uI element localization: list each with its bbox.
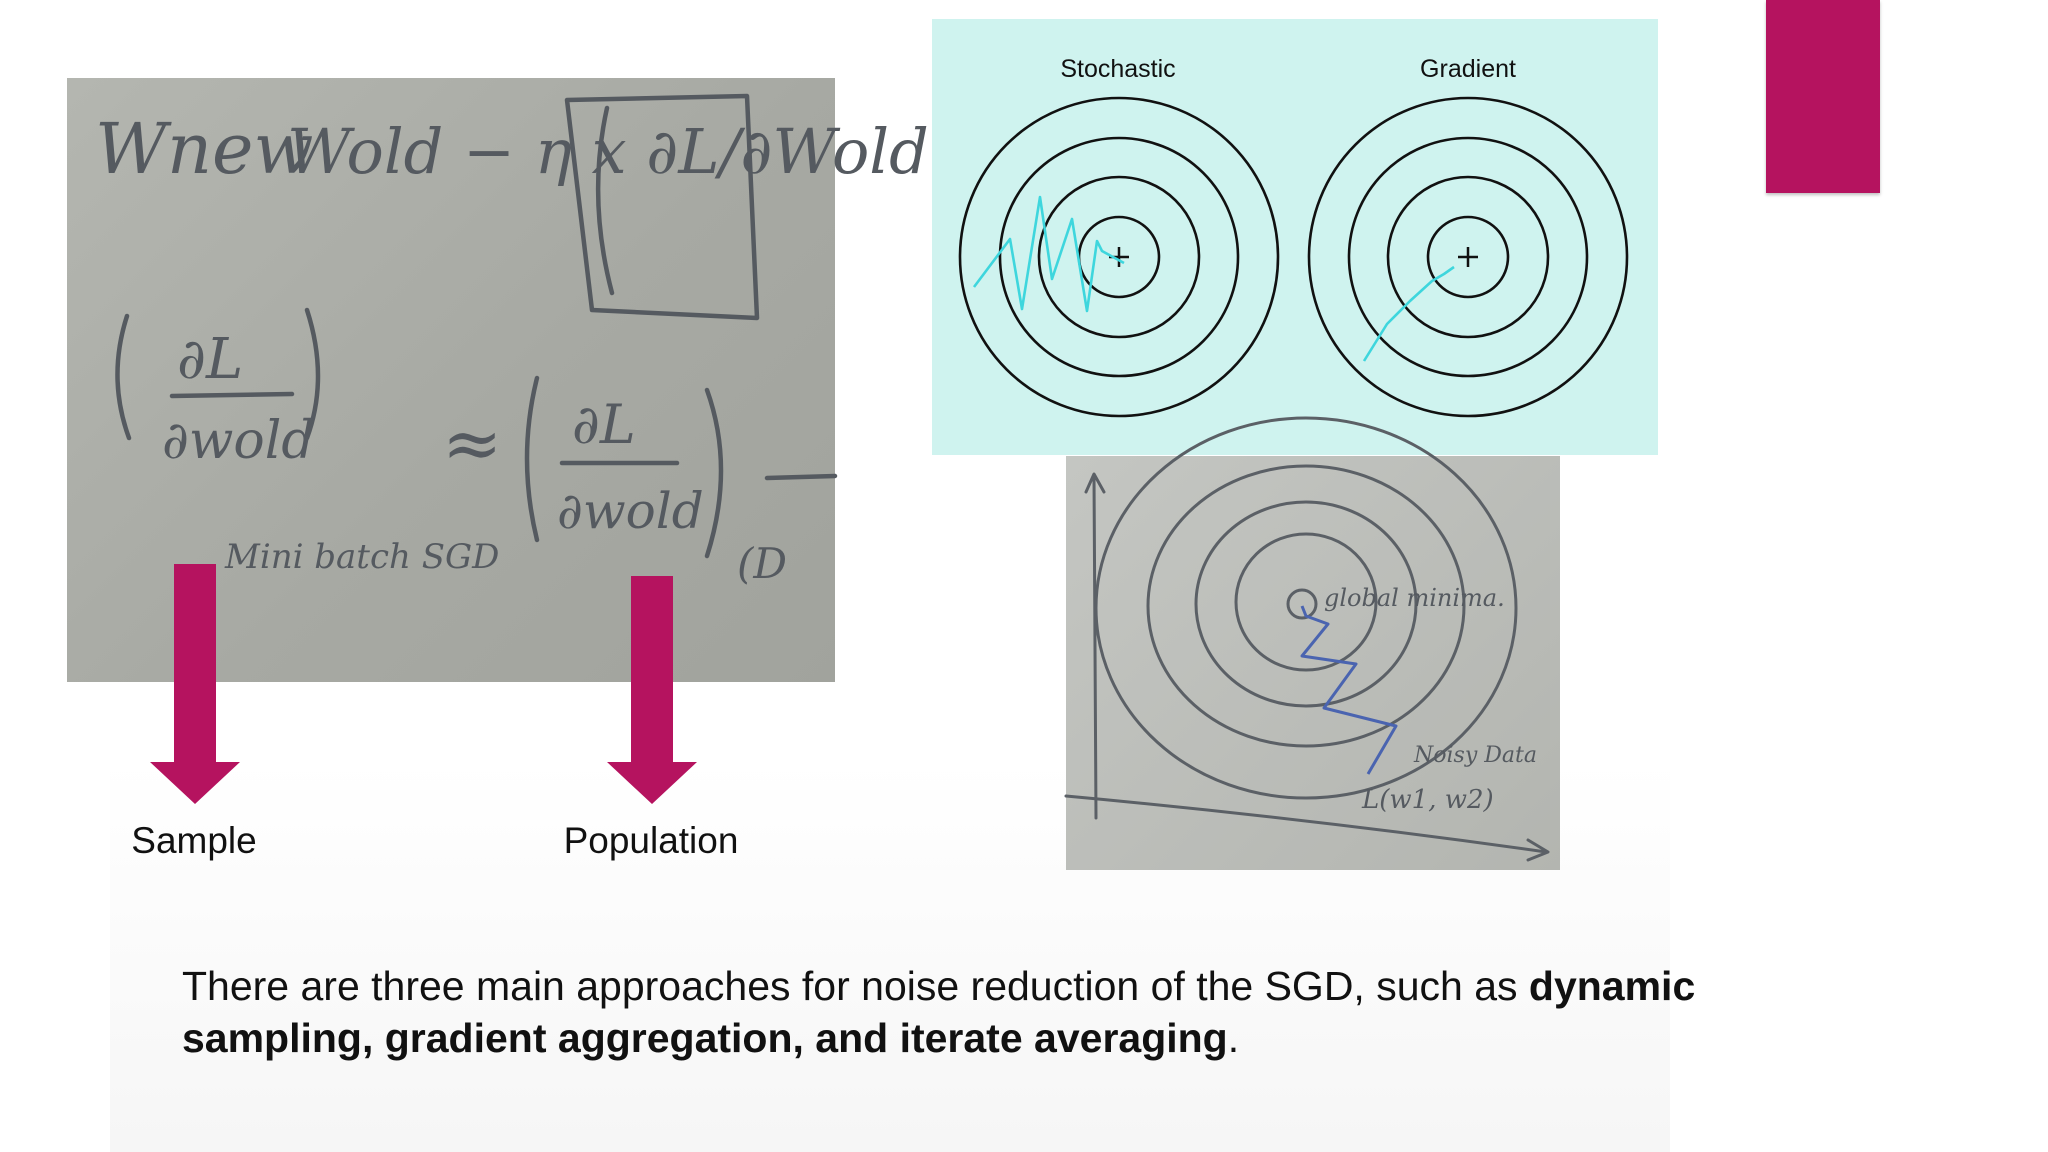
minimum-plus-icon <box>1458 247 1478 267</box>
loss-function-note: L(w1, w2) <box>1361 785 1494 815</box>
stochastic-label: Stochastic <box>1060 55 1176 83</box>
accent-bar <box>1766 0 1880 193</box>
fraction-top-right: ∂L <box>572 393 636 456</box>
circles-diagram <box>958 96 1629 418</box>
equation-lhs: Wnew <box>95 108 313 190</box>
population-label: Population <box>563 820 739 861</box>
noisy-data-note: Noisy Data <box>1413 743 1537 768</box>
global-minimum-marker <box>1286 588 1318 620</box>
bracket-left-close <box>304 307 321 441</box>
circles-panel: Stochastic Gradient <box>932 19 1658 455</box>
y-axis <box>1084 472 1106 820</box>
global-minima-note: global minima. <box>1324 584 1505 612</box>
formula-photo: Wnew Wold − η x ∂L/∂Wold ∂L ∂wold ≈ ∂L ∂… <box>67 78 929 682</box>
approx-symbol: ≈ <box>442 401 502 485</box>
sample-label: Sample <box>131 820 257 861</box>
contour-ring <box>1234 532 1378 672</box>
stochastic-path <box>972 195 1125 313</box>
fraction-top-left: ∂L <box>177 327 243 392</box>
gradient-path <box>1362 265 1455 362</box>
contour-ring <box>1146 464 1466 748</box>
fraction-bottom-left: ∂wold <box>162 411 315 471</box>
equation-rhs: Wold − η x ∂L/∂Wold <box>287 115 929 188</box>
bracket-right-open <box>524 375 540 543</box>
dash-mark <box>764 473 838 481</box>
caption: There are three main approaches for nois… <box>182 960 1802 1064</box>
x-axis <box>1064 794 1550 862</box>
contour-ring <box>1194 500 1418 708</box>
batch-note: Mini batch SGD <box>224 537 499 577</box>
gradient-label: Gradient <box>1420 55 1516 83</box>
contour-photo: global minima. Noisy Data L(w1, w2) <box>1064 416 1560 870</box>
bracket-right-close <box>704 387 724 559</box>
contour-ring <box>1094 416 1518 800</box>
fraction-bottom-right: ∂wold <box>557 482 704 540</box>
population-subscript: (D <box>737 539 787 588</box>
noisy-descent-path <box>1300 605 1398 775</box>
caption-end: . <box>1227 1015 1240 1061</box>
formula-box <box>564 93 760 321</box>
stochastic-target <box>958 96 1280 418</box>
fraction-line-left <box>169 391 295 399</box>
formula-handwriting: Wnew Wold − η x ∂L/∂Wold ∂L ∂wold ≈ ∂L ∂… <box>95 93 929 588</box>
contour-sketch: global minima. Noisy Data L(w1, w2) <box>1064 416 1550 862</box>
caption-intro: There are three main approaches for nois… <box>182 963 1529 1009</box>
caption-emphasis: dynamic sampling, gradient aggregation, … <box>182 963 1696 1061</box>
formula-bracket <box>595 105 615 296</box>
gradient-target <box>1307 96 1629 418</box>
bracket-left-open <box>115 313 132 441</box>
